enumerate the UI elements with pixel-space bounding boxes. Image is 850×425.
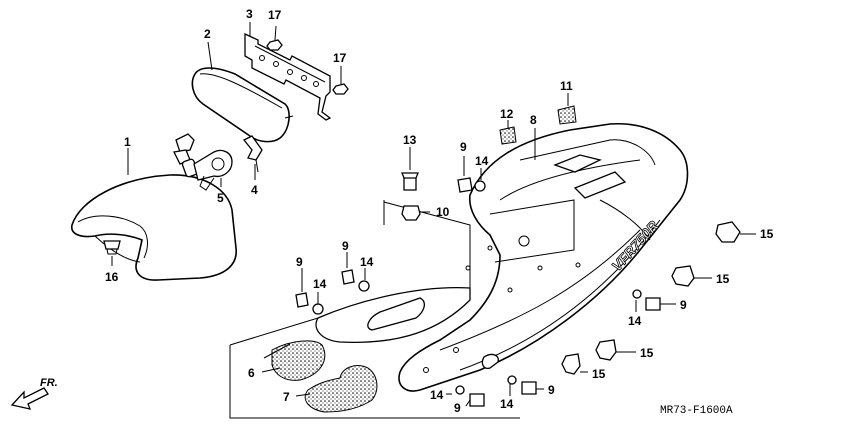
callout-2: 2 [204,27,211,41]
callout-13: 13 [403,133,417,147]
callout-15-d: 15 [592,367,606,381]
callout-14-bottom-right: 14 [500,397,514,411]
callout-16: 16 [105,270,119,284]
callout-9-right: 9 [680,298,687,312]
tail-cowl: VFR750R [398,122,689,392]
callout-17-top: 17 [268,8,282,22]
callout-15-b: 15 [716,272,730,286]
callout-1: 1 [124,135,131,149]
collar-10 [401,205,421,221]
grommet-15-d [561,353,581,375]
callout-5: 5 [217,191,224,205]
screw-9-bottom [455,385,485,407]
clip-16 [103,240,121,255]
callout-6: 6 [248,366,255,380]
emblem-11 [557,105,577,125]
callout-17-right: 17 [333,51,347,65]
grommet-15-c [595,339,617,361]
callout-14-mid: 14 [360,255,374,269]
screw-9-bottom-right [507,375,537,395]
pad-7 [304,365,378,413]
seat-lock-key [173,133,233,191]
callout-12: 12 [500,107,514,121]
bolt-13 [401,172,419,191]
side-cover-left [315,286,471,344]
callout-10: 10 [436,205,450,219]
callout-8: 8 [530,113,537,127]
direction-label: FR. [40,377,58,389]
enclosure-outline-2 [229,317,319,346]
screw-9-mid [341,269,370,292]
screw-9-upper [457,177,486,193]
callout-7: 7 [283,390,290,404]
callout-9-upper: 9 [460,140,467,154]
front-direction-arrow [10,387,49,410]
emblem-12 [499,126,517,145]
grommet-15-b [671,265,695,287]
seat-cowl-handle [191,67,294,143]
callout-3: 3 [246,7,253,21]
callout-9-bottom: 9 [454,401,461,415]
callout-14-bottom: 14 [430,388,444,402]
callout-15-c: 15 [640,346,654,360]
callout-14-upper: 14 [475,154,489,168]
screw-9-right [632,289,668,311]
callout-11: 11 [560,79,573,93]
nut-17-right [332,83,349,95]
callout-9-bottom-right: 9 [548,383,555,397]
callout-14-right: 14 [628,314,642,328]
callout-9-left: 9 [296,255,303,269]
callout-14-left: 14 [313,277,327,291]
callout-4: 4 [251,183,258,197]
screw-9-left [295,292,324,315]
callout-9-mid: 9 [342,239,349,253]
pad-6 [263,340,326,381]
diagram-code: MR73-F1600A [660,405,733,417]
hook-4 [242,135,263,173]
grommet-15-a [715,221,741,243]
callout-15-a: 15 [760,227,774,241]
nut-17-top [266,39,283,51]
front-seat [71,174,237,281]
bracket-3 [244,32,332,121]
